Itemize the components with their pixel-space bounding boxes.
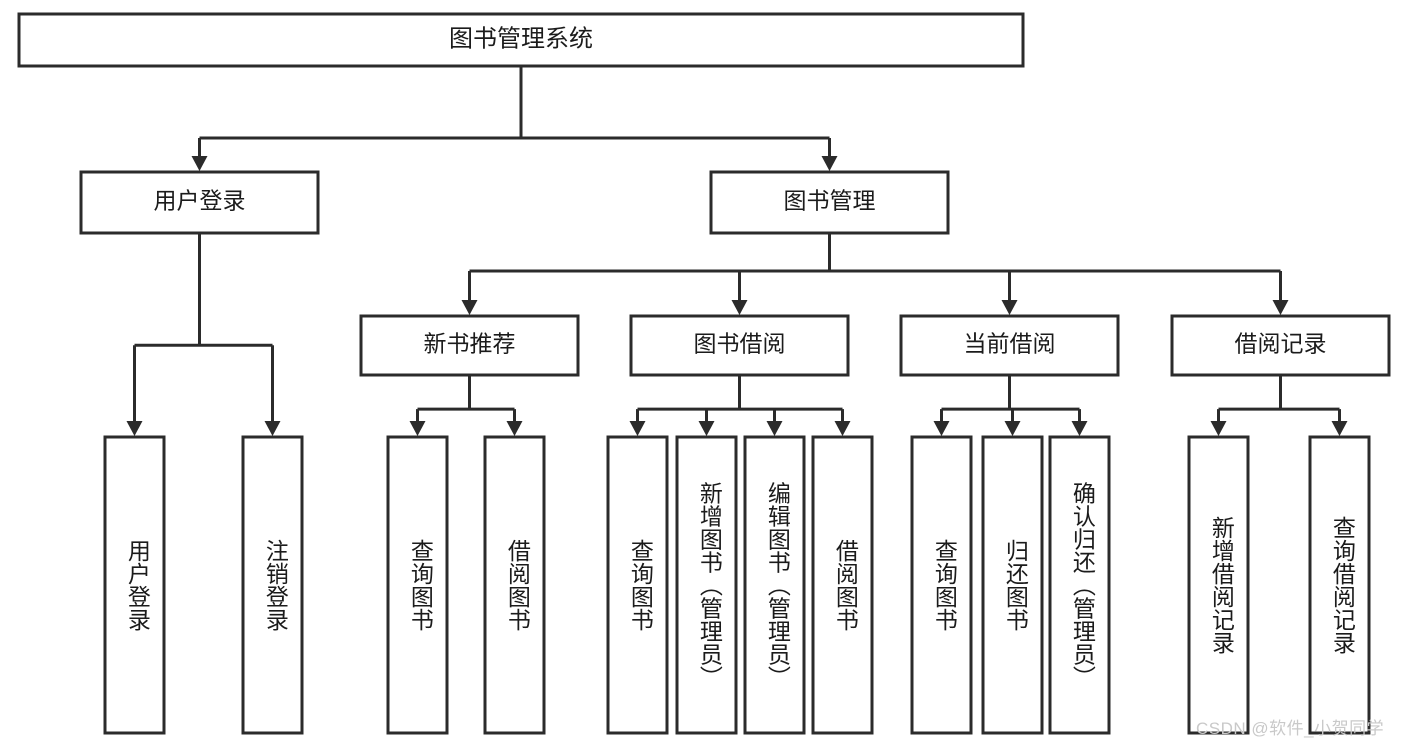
node-box[interactable]	[1048, 435, 1111, 735]
edge-group-current-borrow	[933, 375, 1088, 436]
arrow-head-icon	[1272, 300, 1289, 315]
node-label: 用户登录	[154, 188, 246, 214]
node-label: 图书借阅	[694, 331, 786, 357]
node-label: 新增借阅记录	[1208, 516, 1235, 654]
node-label: 新书推荐	[424, 331, 516, 357]
node-box[interactable]	[675, 435, 738, 735]
node-leaf-confirm-return[interactable]: 确认归还（管理员）	[1048, 435, 1111, 735]
edge-group-borrow-record	[1210, 375, 1348, 436]
node-leaf-borrow-book-2[interactable]: 借阅图书	[811, 435, 874, 735]
node-leaf-query-book-3[interactable]: 查询图书	[910, 435, 973, 735]
nodes-layer: 图书管理系统用户登录图书管理新书推荐图书借阅当前借阅借阅记录用户登录注销登录查询…	[17, 12, 1391, 735]
node-label: 确认归还（管理员）	[1069, 482, 1096, 689]
node-label: 图书管理系统	[449, 25, 593, 52]
node-box[interactable]	[17, 12, 1025, 68]
node-leaf-edit-book[interactable]: 编辑图书（管理员）	[743, 435, 806, 735]
node-box[interactable]	[386, 435, 449, 735]
node-label: 查询图书	[407, 539, 434, 631]
node-box[interactable]	[629, 314, 850, 377]
node-box[interactable]	[899, 314, 1120, 377]
node-box[interactable]	[103, 435, 166, 735]
arrow-head-icon	[1331, 421, 1348, 436]
node-label: 用户登录	[124, 539, 151, 631]
node-current-borrow[interactable]: 当前借阅	[899, 314, 1120, 377]
arrow-head-icon	[409, 421, 426, 436]
node-label: 归还图书	[1002, 539, 1029, 631]
arrow-head-icon	[834, 421, 851, 436]
node-leaf-add-record[interactable]: 新增借阅记录	[1187, 435, 1250, 735]
edge-group-book-manage	[461, 233, 1289, 315]
node-box[interactable]	[79, 170, 320, 235]
edges-layer	[126, 66, 1348, 436]
node-label: 借阅记录	[1235, 331, 1327, 357]
arrow-head-icon	[1071, 421, 1088, 436]
node-label: 编辑图书（管理员）	[764, 482, 791, 689]
arrow-head-icon	[1210, 421, 1227, 436]
node-box[interactable]	[709, 170, 950, 235]
node-label: 新增图书（管理员）	[696, 482, 723, 689]
node-box[interactable]	[606, 435, 669, 735]
arrow-head-icon	[1001, 300, 1018, 315]
node-label: 注销登录	[262, 539, 289, 631]
node-borrow-record[interactable]: 借阅记录	[1170, 314, 1391, 377]
arrow-head-icon	[461, 300, 478, 315]
arrow-head-icon	[191, 156, 208, 171]
arrow-head-icon	[1004, 421, 1021, 436]
arrow-head-icon	[821, 156, 838, 171]
node-leaf-query-record[interactable]: 查询借阅记录	[1308, 435, 1371, 735]
node-box[interactable]	[483, 435, 546, 735]
node-label: 查询图书	[931, 539, 958, 631]
node-box[interactable]	[1187, 435, 1250, 735]
arrow-head-icon	[629, 421, 646, 436]
edge-group-root	[191, 66, 838, 171]
node-label: 借阅图书	[504, 539, 531, 631]
node-label: 当前借阅	[964, 331, 1056, 357]
edge-group-user-login	[126, 233, 281, 436]
node-leaf-add-book[interactable]: 新增图书（管理员）	[675, 435, 738, 735]
arrow-head-icon	[126, 421, 143, 436]
node-box[interactable]	[1170, 314, 1391, 377]
node-leaf-borrow-book-1[interactable]: 借阅图书	[483, 435, 546, 735]
node-new-book-recommend[interactable]: 新书推荐	[359, 314, 580, 377]
node-label: 查询借阅记录	[1329, 516, 1356, 654]
arrow-head-icon	[264, 421, 281, 436]
node-leaf-user-login[interactable]: 用户登录	[103, 435, 166, 735]
node-root[interactable]: 图书管理系统	[17, 12, 1025, 68]
node-leaf-logout[interactable]: 注销登录	[241, 435, 304, 735]
node-box[interactable]	[811, 435, 874, 735]
node-user-login[interactable]: 用户登录	[79, 170, 320, 235]
node-leaf-query-book-1[interactable]: 查询图书	[386, 435, 449, 735]
node-label: 图书管理	[784, 188, 876, 214]
node-box[interactable]	[241, 435, 304, 735]
edge-group-book-borrow	[629, 375, 851, 436]
node-label: 查询图书	[627, 539, 654, 631]
node-box[interactable]	[981, 435, 1044, 735]
node-leaf-query-book-2[interactable]: 查询图书	[606, 435, 669, 735]
node-leaf-return-book[interactable]: 归还图书	[981, 435, 1044, 735]
edge-group-new-book-recommend	[409, 375, 523, 436]
arrow-head-icon	[933, 421, 950, 436]
node-book-borrow[interactable]: 图书借阅	[629, 314, 850, 377]
node-box[interactable]	[1308, 435, 1371, 735]
arrow-head-icon	[698, 421, 715, 436]
node-box[interactable]	[910, 435, 973, 735]
arrow-head-icon	[506, 421, 523, 436]
node-label: 借阅图书	[832, 539, 859, 631]
node-box[interactable]	[743, 435, 806, 735]
csdn-watermark: CSDN @软件_小贺同学	[1196, 719, 1385, 738]
arrow-head-icon	[731, 300, 748, 315]
node-box[interactable]	[359, 314, 580, 377]
node-book-manage[interactable]: 图书管理	[709, 170, 950, 235]
arrow-head-icon	[766, 421, 783, 436]
